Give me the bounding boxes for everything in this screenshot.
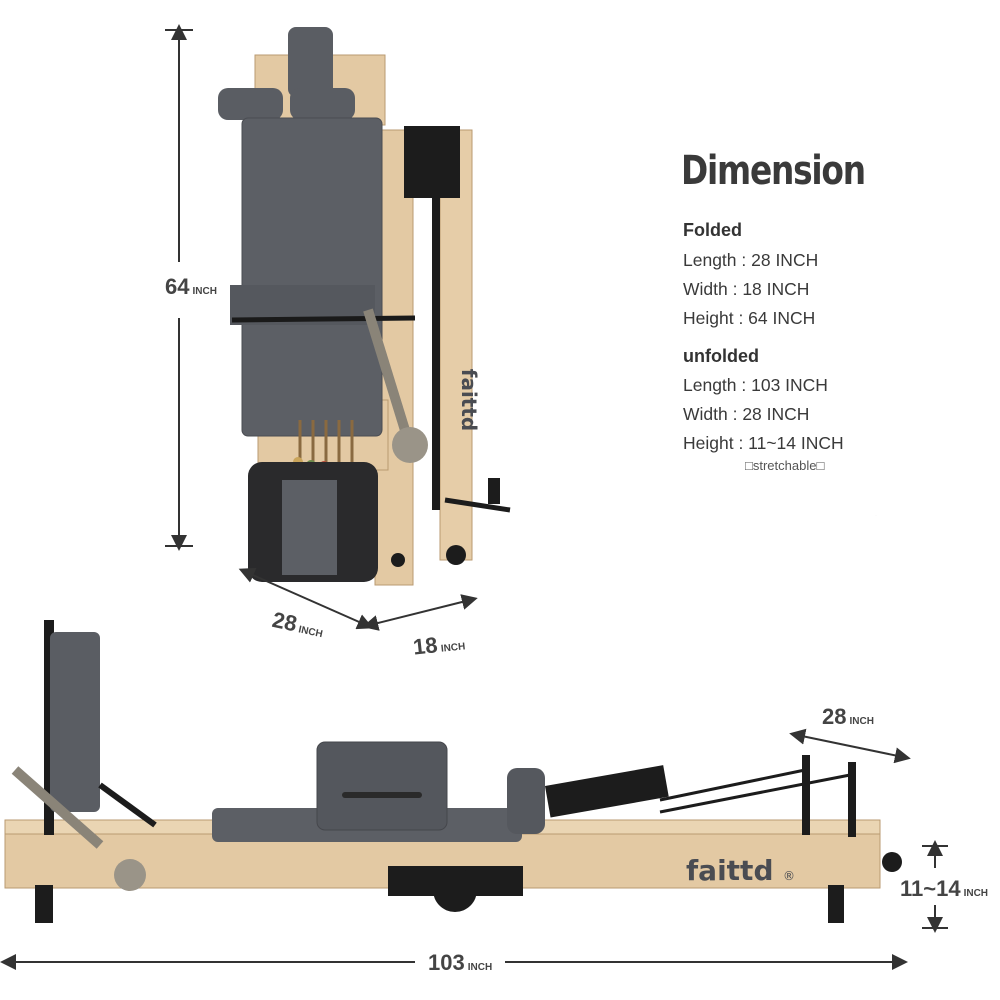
folded-heading: Folded [683, 220, 742, 240]
dimension-panel: Dimension Folded Length : 28 INCH Width … [645, 118, 907, 516]
folded-height-row: Height : 64 INCH [683, 308, 816, 328]
unfolded-width-unit: INCH [849, 716, 874, 727]
unfolded-width-row: Width : 28 INCH [683, 404, 810, 424]
unfolded-length-value: 103 [428, 950, 465, 975]
svg-text:faittd: faittd [457, 369, 481, 432]
svg-text:faittd: faittd [686, 854, 774, 887]
folded-height-value: 64 [165, 274, 190, 299]
stretchable-note: □stretchable□ [745, 458, 825, 473]
folded-height-unit: INCH [192, 286, 217, 297]
folded-length-value: 28 [270, 606, 300, 637]
unfolded-height-row: Height : 11~14 INCH [683, 433, 844, 453]
folded-reformer-image: faittd [218, 27, 511, 586]
unfolded-width-value: 28 [822, 704, 847, 729]
folded-width-unit: INCH [440, 641, 466, 655]
unfolded-length-unit: INCH [467, 962, 493, 973]
unfolded-height-unit: INCH [963, 888, 989, 899]
unfolded-height-value: 11~14 [900, 876, 961, 901]
folded-length-unit: INCH [297, 624, 324, 641]
unfolded-heading: unfolded [683, 346, 759, 366]
svg-text:®: ® [783, 869, 795, 883]
unfolded-length-row: Length : 103 INCH [683, 375, 828, 395]
folded-length-row: Length : 28 INCH [683, 250, 819, 270]
unfolded-reformer-image: faittd ® [4, 620, 902, 923]
panel-title: Dimension [681, 148, 866, 194]
folded-width-value: 18 [411, 632, 439, 660]
folded-width-row: Width : 18 INCH [683, 279, 810, 299]
